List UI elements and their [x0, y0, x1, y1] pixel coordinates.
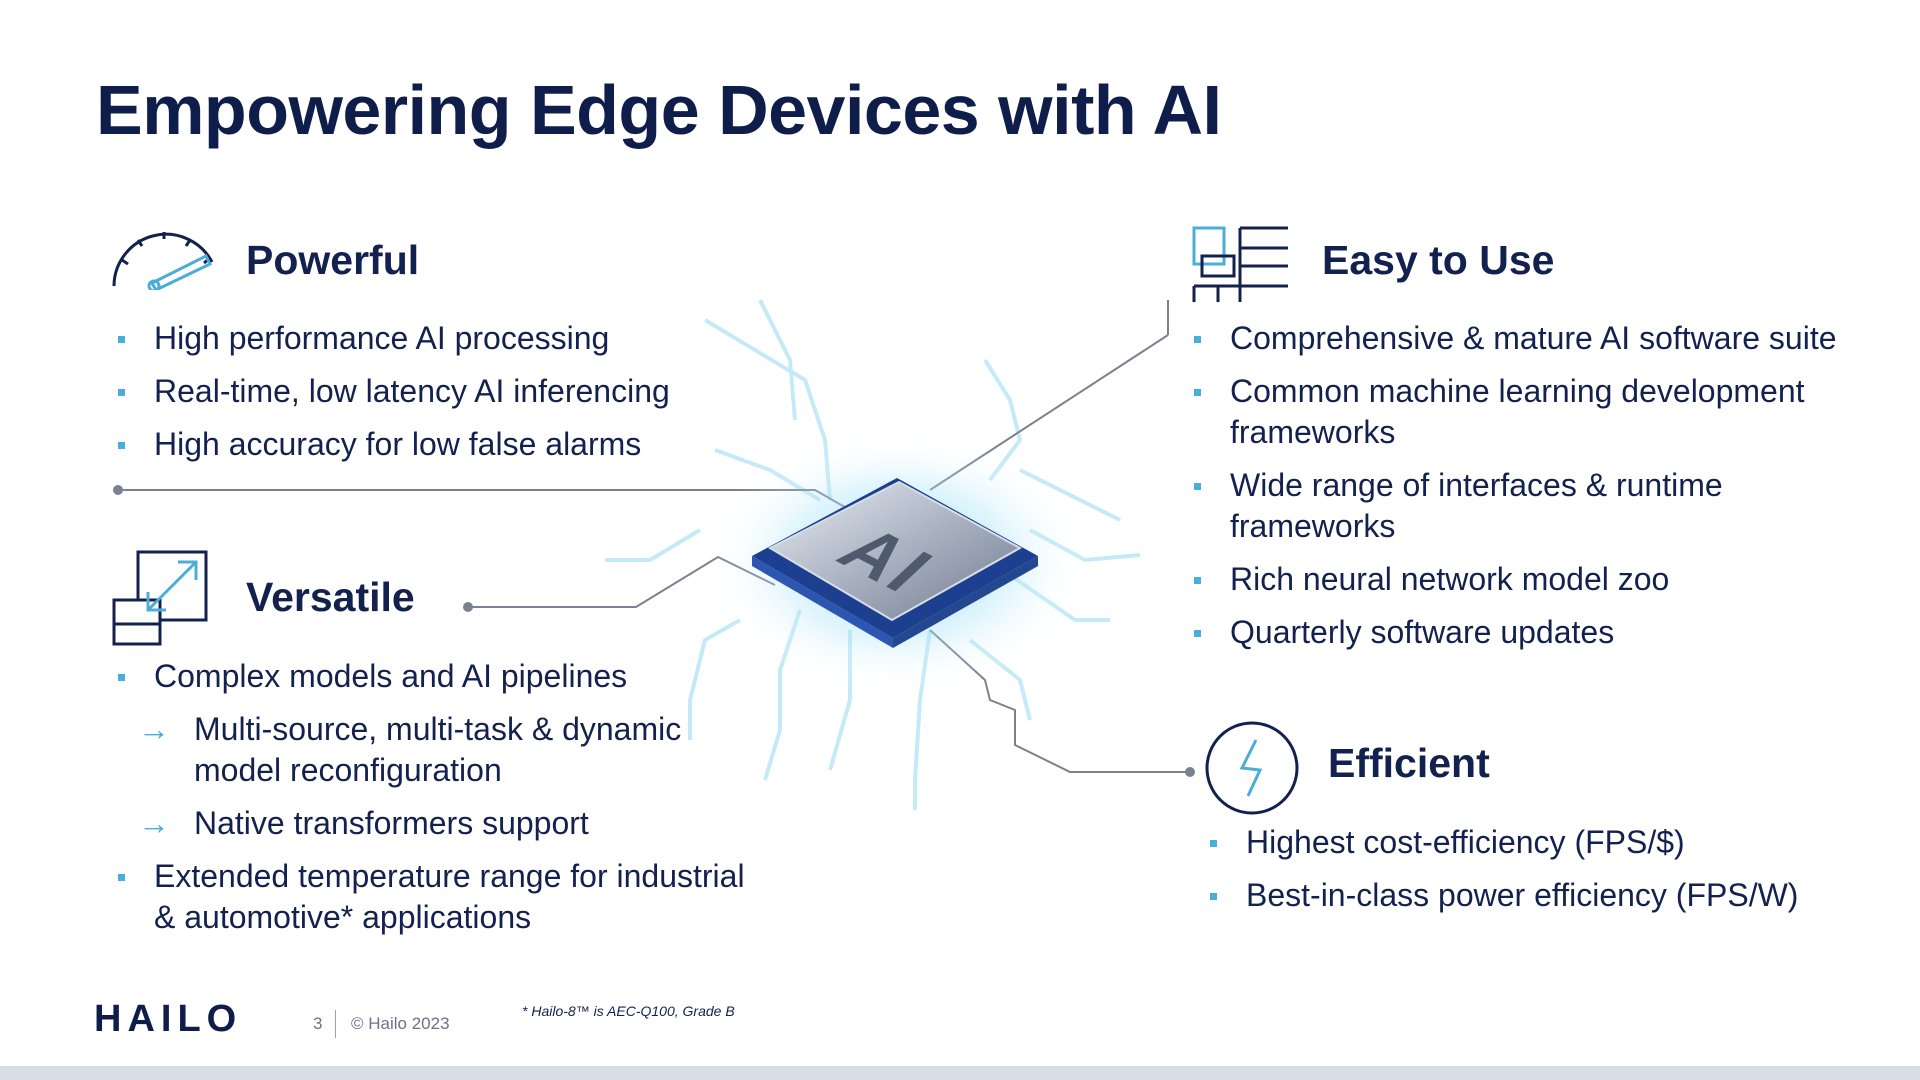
list-item: Native transformers support [138, 803, 754, 844]
hailo-logo: HAILO [94, 998, 243, 1040]
resize-icon [112, 550, 208, 646]
list-item: High performance AI processing [118, 318, 774, 359]
footnote: * Hailo-8™ is AEC-Q100, Grade B [522, 1003, 735, 1019]
list-item: Comprehensive & mature AI software suite [1194, 318, 1870, 359]
list-item: Multi-source, multi-task & dynamic model… [138, 709, 754, 791]
easy-title: Easy to Use [1322, 237, 1555, 283]
list-item: Extended temperature range for industria… [118, 856, 754, 938]
lightning-icon [1205, 721, 1299, 815]
efficient-title: Efficient [1328, 740, 1490, 786]
copyright: © Hailo 2023 [351, 1014, 450, 1033]
versatile-list: Complex models and AI pipelines Multi-so… [118, 656, 754, 950]
list-item: Real-time, low latency AI inferencing [118, 371, 774, 412]
footer-band [0, 1066, 1920, 1080]
list-item: Highest cost-efficiency (FPS/$) [1210, 822, 1886, 863]
list-item: Common machine learning development fram… [1194, 371, 1870, 453]
powerful-list: High performance AI processing Real-time… [118, 318, 774, 477]
footer-divider [335, 1010, 336, 1038]
grid-layout-icon [1192, 226, 1288, 302]
list-item: Quarterly software updates [1194, 612, 1870, 653]
speedometer-icon [112, 232, 214, 290]
efficient-list: Highest cost-efficiency (FPS/$) Best-in-… [1210, 822, 1886, 928]
easy-list: Comprehensive & mature AI software suite… [1194, 318, 1870, 665]
versatile-title: Versatile [246, 574, 415, 620]
list-item: Rich neural network model zoo [1194, 559, 1870, 600]
list-item: Complex models and AI pipelines [118, 656, 754, 697]
page-number: 3 [313, 1014, 323, 1033]
list-item: Wide range of interfaces & runtime frame… [1194, 465, 1870, 547]
list-item: High accuracy for low false alarms [118, 424, 774, 465]
powerful-title: Powerful [246, 237, 420, 283]
slide-title: Empowering Edge Devices with AI [96, 71, 1222, 149]
list-item: Best-in-class power efficiency (FPS/W) [1210, 875, 1886, 916]
